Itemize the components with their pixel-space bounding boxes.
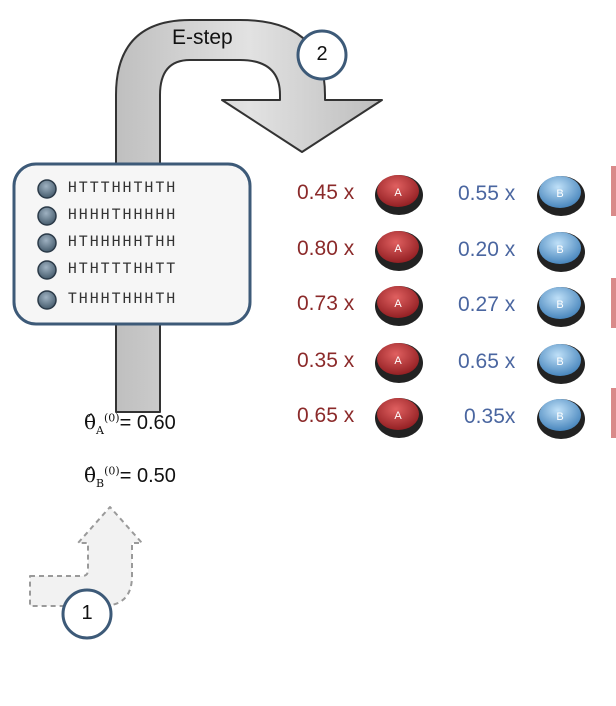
right-edge-bars [611,166,616,438]
coin-a-icon: A [375,286,423,326]
coin-sequence: HHHHTHHHHH [68,207,178,223]
weight-a: 0.35 x [297,349,355,372]
coin-a-icon: A [375,231,423,271]
step-2-badge [296,29,348,81]
theta-b-initial: θ̂B(0)= 0.50 [84,463,176,490]
coin-a-icon: A [375,175,423,215]
weight-b: 0.65 x [458,350,516,373]
step-1-number: 1 [81,602,93,624]
coin-a-icon: A [375,398,423,438]
coin-b-icon: B [537,232,585,272]
unknown-coin-icons [37,179,57,310]
coin-a-letter: A [394,298,402,310]
theta-superscript: (0) [104,411,120,425]
theta-superscript: (0) [104,464,120,478]
theta-symbol: θ̂ [84,463,97,487]
coin-a-letter: A [394,243,402,255]
estep-arrow [115,19,383,413]
coin-sequence: HTTTHHTHTH [68,180,178,196]
weight-a: 0.45 x [297,181,355,204]
theta-subscript: B [96,477,105,490]
unknown-coin-icon [37,206,57,226]
coin-sequence: HTHTTTHHTT [68,261,178,277]
unknown-coin-icon [37,290,57,310]
step-1-badge [61,588,113,640]
unknown-coin-icon [37,179,57,199]
weight-b: 0.27 x [458,293,516,316]
estep-label: E-step [172,26,233,49]
coin-sequence: THHHTHHHTH [68,291,178,307]
coin-b-icons: B B B B B [537,176,585,439]
coin-a-letter: A [394,410,402,422]
coin-b-icon: B [537,287,585,327]
coin-b-letter: B [556,411,563,423]
weight-a: 0.65 x [297,404,355,427]
coin-b-icon: B [537,399,585,439]
coin-b-icon: B [537,344,585,384]
theta-subscript: A [96,424,104,437]
weight-a: 0.73 x [297,292,355,315]
sequences-panel [12,162,252,326]
weight-b: 0.20 x [458,238,516,261]
theta-symbol: θ̂ [84,410,97,434]
init-arrow [29,506,143,607]
step-2-number: 2 [316,43,328,65]
unknown-coin-icon [37,233,57,253]
coin-a-icons: A A A A A [375,175,423,438]
coin-a-letter: A [394,355,402,367]
coin-sequence: HTHHHHHTHH [68,234,178,250]
coin-b-letter: B [556,356,563,368]
unknown-coin-icon [37,260,57,280]
theta-value: = 0.50 [119,465,176,487]
coin-a-letter: A [394,187,402,199]
theta-a-initial: θ̂A(0)= 0.60 [84,410,176,437]
weight-b: 0.35x [464,405,516,428]
coin-a-icon: A [375,343,423,383]
theta-value: = 0.60 [119,412,176,434]
weight-b: 0.55 x [458,182,516,205]
coin-b-letter: B [556,188,563,200]
coin-b-letter: B [556,244,563,256]
coin-b-icon: B [537,176,585,216]
coin-b-letter: B [556,299,563,311]
weight-a: 0.80 x [297,237,355,260]
